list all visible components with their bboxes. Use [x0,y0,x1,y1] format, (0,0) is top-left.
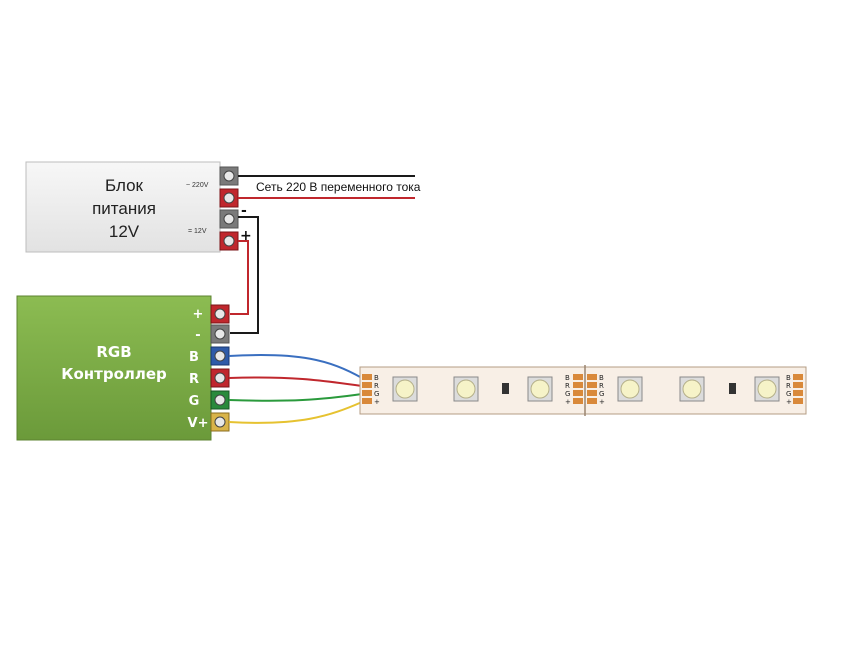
strip-mid-pin-g-left: G [565,390,570,398]
strip-pin-plus: + [374,398,380,406]
strip-mid-pin-r-left: R [565,382,570,390]
psu-to-controller-wires [230,216,259,334]
controller-terminal-plus [210,304,230,324]
strip-mid-pin-b-left: B [565,374,570,382]
strip-mid-pin-b-right: B [599,374,604,382]
resistor-1 [502,383,509,394]
controller-terminal-minus [210,324,230,344]
controller-terminal-g [210,390,230,410]
led-5 [679,376,705,402]
rgb-controller: RGB Контроллер + - B R G V+ [16,295,230,441]
controller-terminal-b [210,346,230,366]
psu-plus-sign: + [240,228,252,244]
controller-terminal-vplus [210,412,230,432]
power-supply: Блок питания 12V ~ 220V = 12V - + [25,161,252,253]
controller-terminal-r [210,368,230,388]
controller-pin-label-g: G [189,394,200,409]
wire-psu-plus [230,240,249,315]
strip-end-pin-plus: + [786,398,792,406]
controller-pin-label-plus: + [193,307,204,322]
led-4 [617,376,643,402]
wire-blue [228,353,363,379]
strip-pin-g: G [374,390,379,398]
led-6 [754,376,780,402]
psu-title-line1: Блок [105,176,144,195]
psu-terminal-ac2 [219,188,239,208]
strip-mid-pin-plus-right: + [599,398,605,406]
controller-pin-label-vplus: V+ [188,416,209,431]
led-1 [392,376,418,402]
psu-minus-sign: - [241,203,247,219]
psu-title-line2: питания [92,199,156,218]
mains-wires: Сеть 220 В переменного тока [238,175,421,199]
wire-yellow [228,401,363,424]
strip-end-pin-b: B [786,374,791,382]
psu-title-line3: 12V [109,222,140,241]
strip-pin-b: B [374,374,379,382]
strip-pin-r: R [374,382,379,390]
controller-title-line1: RGB [96,343,131,361]
strip-pads-left: B R G + [362,374,380,406]
mains-label: Сеть 220 В переменного тока [256,180,421,194]
controller-pin-label-r: R [189,372,199,387]
led-3 [527,376,553,402]
psu-terminal-minus [219,209,239,229]
strip-mid-pin-g-right: G [599,390,604,398]
psu-dc-label: = 12V [188,228,207,235]
strip-pads-right: B R G + [786,374,803,406]
psu-terminal-plus [219,231,239,251]
wire-psu-minus [230,216,259,334]
strip-pads-middle: B R G + B R G + [565,374,605,406]
wire-green [228,393,363,402]
strip-end-pin-r: R [786,382,791,390]
strip-mid-pin-plus-left: + [565,398,571,406]
psu-terminal-ac1 [219,166,239,186]
controller-pin-label-b: B [189,350,199,365]
resistor-2 [729,383,736,394]
strip-end-pin-g: G [786,390,791,398]
controller-to-strip-wires [228,353,363,424]
led-2 [453,376,479,402]
controller-pin-label-minus: - [195,328,200,343]
strip-mid-pin-r-right: R [599,382,604,390]
wire-red [228,376,363,387]
led-strip: B R G + B R G + B R G + [359,365,807,416]
controller-title-line2: Контроллер [61,365,167,383]
psu-ac-label: ~ 220V [186,182,209,189]
